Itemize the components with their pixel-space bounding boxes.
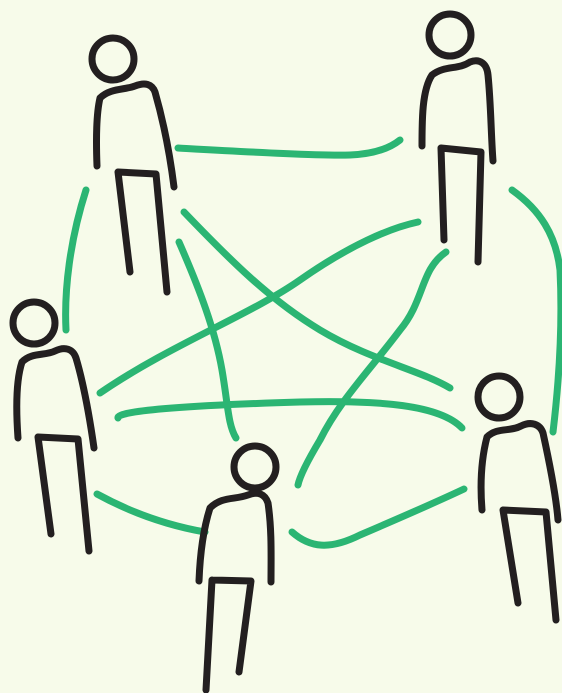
- network-illustration: [0, 0, 562, 693]
- background: [0, 0, 562, 693]
